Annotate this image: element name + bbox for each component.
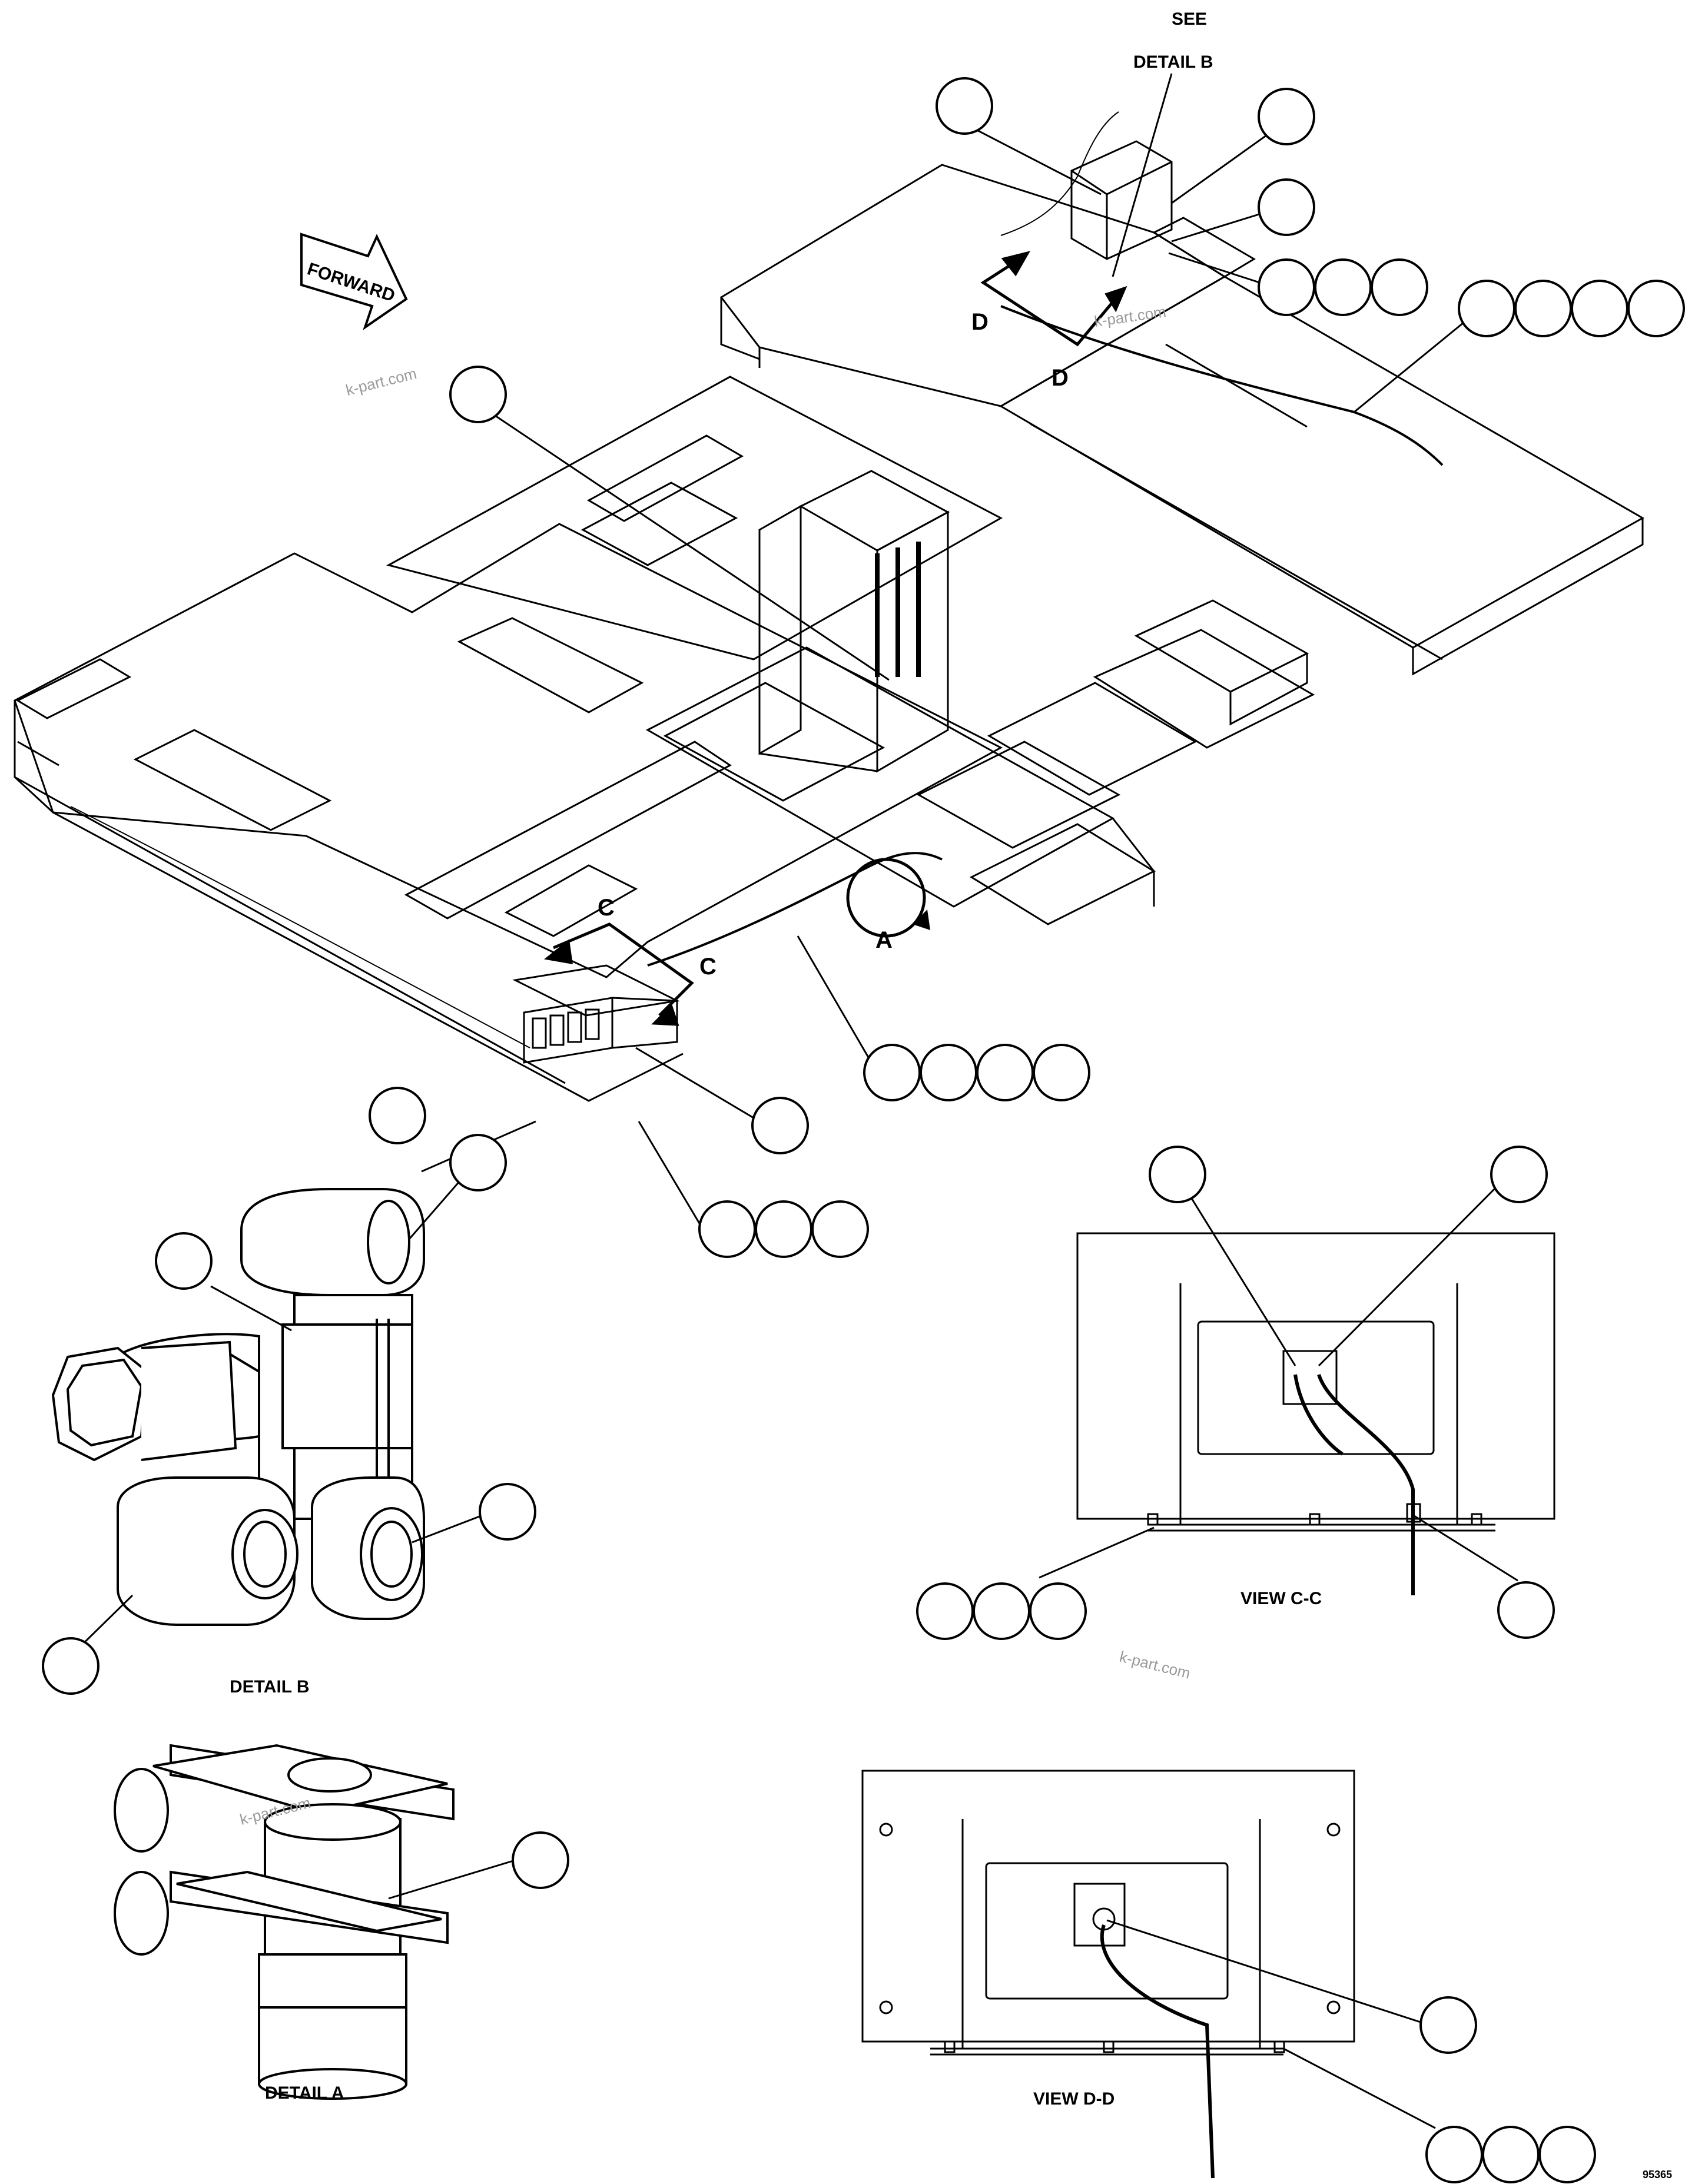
callout-top-left-balloon-1: [936, 77, 993, 135]
callout-detail-b-right-balloon-1: [479, 1483, 536, 1541]
section-d-label-2: D: [1052, 365, 1069, 391]
callout-detail-b-bottom-balloon-1: [42, 1637, 99, 1695]
callout-right-harness-balloon-2: [1514, 280, 1572, 337]
callout-right-harness-balloon-1: [1458, 280, 1515, 337]
callout-view-cc-bolts-balloon-3: [1029, 1582, 1087, 1640]
section-d-arrows: [980, 251, 1127, 347]
callout-view-cc-bolts-balloon-1: [916, 1582, 974, 1640]
callout-top-right-3-balloon-3: [1371, 258, 1428, 316]
section-c-label-2: C: [699, 954, 717, 980]
callout-center-harness-balloon-4: [1033, 1044, 1090, 1101]
main-assembly: [14, 111, 1645, 1102]
detail-a-ref-label: A: [875, 927, 893, 953]
callout-front-bottom-balloon-3: [811, 1200, 869, 1258]
watermark-2: k-part.com: [1093, 303, 1167, 330]
callout-top-right-3-balloon-1: [1258, 258, 1315, 316]
callout-center-harness-balloon-1: [863, 1044, 921, 1101]
callout-view-dd-bolts-balloon-3: [1538, 2126, 1596, 2183]
detail-b-caption: DETAIL B: [230, 1677, 310, 1697]
view-dd-caption: VIEW D-D: [1033, 2089, 1115, 2109]
callout-view-cc-right-balloon-1: [1490, 1146, 1548, 1203]
callout-center-harness-balloon-3: [976, 1044, 1034, 1101]
drawing-number: 95365: [1643, 2169, 1672, 2180]
front-terminal-box: [512, 964, 680, 1064]
view-dd-drawing: [861, 1770, 1355, 2179]
watermark-3: k-part.com: [1118, 1648, 1192, 1682]
callout-view-dd-grommet-balloon-1: [1419, 1996, 1477, 2054]
callout-detail-b-left-balloon-1: [155, 1232, 213, 1290]
detail-a-drawing: [114, 1744, 455, 2100]
callout-front-bottom-balloon-2: [755, 1200, 812, 1258]
detail-a-caption: DETAIL A: [265, 2083, 344, 2103]
callout-top-right-3-balloon-2: [1314, 258, 1372, 316]
view-cc-drawing: [1076, 1232, 1555, 1595]
callout-detail-a-balloon-1: [512, 1831, 569, 1889]
callout-right-harness-balloon-4: [1627, 280, 1685, 337]
callout-leaders: [74, 122, 1518, 2129]
callout-view-dd-bolts-balloon-2: [1482, 2126, 1540, 2183]
callout-right-harness-balloon-3: [1571, 280, 1628, 337]
callout-view-dd-bolts-balloon-1: [1425, 2126, 1483, 2183]
callout-view-cc-clamp-balloon-1: [1497, 1581, 1555, 1639]
callout-top-right-1-balloon-1: [1258, 88, 1315, 145]
callout-front-right-balloon-1: [751, 1097, 809, 1154]
callout-front-left-balloon-1: [369, 1087, 426, 1144]
callout-center-harness-balloon-2: [920, 1044, 977, 1101]
callout-front-bottom-balloon-1: [698, 1200, 756, 1258]
callout-balloons: [42, 77, 1685, 2183]
section-c-arrows: [544, 922, 694, 1026]
equipment-rack: [758, 504, 802, 755]
view-cc-caption: VIEW C-C: [1240, 1589, 1322, 1608]
callout-view-cc-left-balloon-1: [1149, 1146, 1206, 1203]
callout-view-cc-bolts-balloon-2: [973, 1582, 1030, 1640]
watermark-1: k-part.com: [344, 364, 418, 399]
detail-b-drawing: [51, 1188, 425, 1626]
callout-top-right-2-balloon-1: [1258, 178, 1315, 236]
callout-terminal-board-balloon-1: [449, 366, 507, 423]
detail-a-marker: A: [846, 858, 930, 953]
callout-detail-b-top-balloon-1: [449, 1134, 507, 1191]
section-c-label-1: C: [598, 895, 615, 921]
see-label: SEE: [1172, 9, 1207, 29]
detail-b-ref-label: DETAIL B: [1133, 52, 1213, 72]
forward-arrow: FORWARD: [300, 233, 408, 331]
section-d-label-1: D: [971, 309, 989, 335]
